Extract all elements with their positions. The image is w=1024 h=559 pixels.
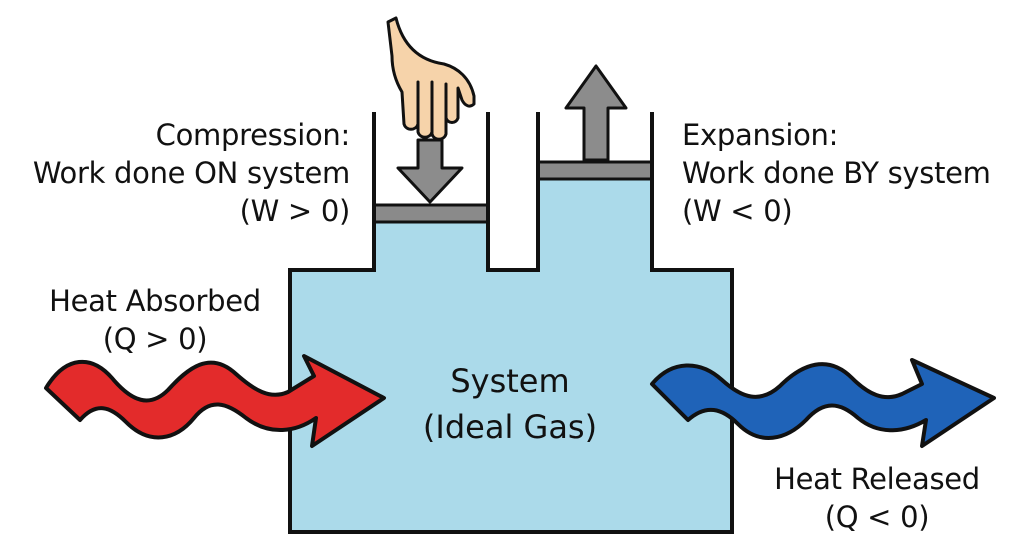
heat-out-wavy-arrow-icon <box>650 358 996 448</box>
system-title: System <box>450 362 570 400</box>
system-label: System (Ideal Gas) <box>390 358 630 450</box>
expansion-cylinder-gas <box>538 178 652 272</box>
heat-in-wavy-arrow-icon <box>44 354 386 448</box>
heat-released-sign: (Q < 0) <box>824 500 930 534</box>
expansion-title: Expansion: <box>682 118 839 152</box>
heat-released-label: Heat Released (Q < 0) <box>742 460 1012 536</box>
compression-cylinder-gas <box>374 220 488 272</box>
heat-absorbed-label: Heat Absorbed (Q > 0) <box>20 282 290 358</box>
compression-sign: (W > 0) <box>239 194 351 228</box>
expansion-description: Work done BY system <box>682 156 991 190</box>
heat-absorbed-title: Heat Absorbed <box>49 284 261 318</box>
expansion-arrow-icon <box>564 64 628 162</box>
compression-label: Compression: Work done ON system (W > 0) <box>20 116 350 230</box>
heat-released-title: Heat Released <box>774 462 980 496</box>
system-subtitle: (Ideal Gas) <box>422 408 598 446</box>
compression-title: Compression: <box>155 118 351 152</box>
compression-piston <box>372 203 490 224</box>
expansion-sign: (W < 0) <box>682 194 793 228</box>
pressing-hand-icon <box>386 16 476 141</box>
expansion-label: Expansion: Work done BY system (W < 0) <box>682 116 1017 230</box>
compression-description: Work done ON system <box>32 156 350 190</box>
compression-arrow-icon <box>396 138 464 204</box>
expansion-piston <box>536 160 654 181</box>
heat-absorbed-sign: (Q > 0) <box>102 322 208 356</box>
